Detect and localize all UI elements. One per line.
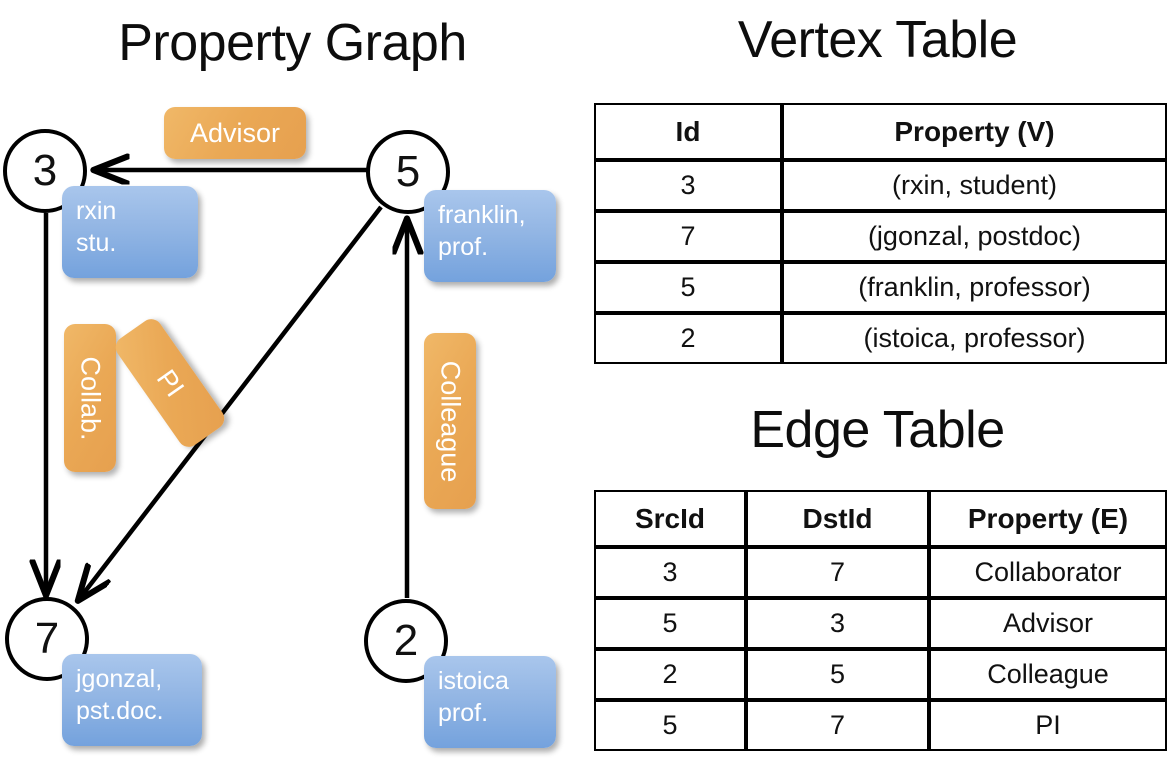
edge-row-0-property: Collaborator bbox=[929, 547, 1167, 598]
node-property-franklin-line2: prof. bbox=[438, 233, 489, 261]
edge-row-3-src: 5 bbox=[594, 700, 746, 751]
node-property-box-jgonzal: jgonzal, pst.doc. bbox=[62, 654, 202, 746]
graph-node-5: 5 bbox=[366, 130, 450, 214]
property-graph-diagram: Advisor Collab. PI Colleague 3 5 7 2 rxi… bbox=[0, 0, 585, 760]
table-row: 5 (franklin, professor) bbox=[594, 262, 1167, 313]
node-property-jgonzal-line1: jgonzal, bbox=[76, 665, 163, 693]
page-title-property-graph: Property Graph bbox=[118, 14, 467, 72]
node-property-box-istoica: istoica prof. bbox=[424, 656, 556, 748]
edge-5-to-7 bbox=[80, 205, 383, 598]
graph-node-2: 2 bbox=[364, 599, 448, 683]
edge-label-advisor: Advisor bbox=[164, 107, 306, 159]
vertex-table-header-row: Id Property (V) bbox=[594, 103, 1167, 160]
vertex-table-header-property: Property (V) bbox=[782, 103, 1167, 160]
table-row: 3 7 Collaborator bbox=[594, 547, 1167, 598]
node-property-box-rxin: rxin stu. bbox=[62, 186, 198, 278]
graph-node-3-label: 3 bbox=[32, 146, 58, 195]
edge-row-1-src: 5 bbox=[594, 598, 746, 649]
edge-row-1-property: Advisor bbox=[929, 598, 1167, 649]
node-property-rxin-line1: rxin bbox=[76, 197, 117, 225]
table-row: 7 (jgonzal, postdoc) bbox=[594, 211, 1167, 262]
page-title-edge-table: Edge Table bbox=[750, 401, 1005, 459]
vertex-row-2-property: (franklin, professor) bbox=[782, 262, 1167, 313]
edge-row-0-dst: 7 bbox=[746, 547, 929, 598]
graph-edge-lines bbox=[0, 0, 585, 760]
table-row: 2 5 Colleague bbox=[594, 649, 1167, 700]
vertex-table-header-id: Id bbox=[594, 103, 782, 160]
node-property-rxin-line2: stu. bbox=[76, 229, 117, 257]
edge-row-2-property: Colleague bbox=[929, 649, 1167, 700]
table-row: 5 7 PI bbox=[594, 700, 1167, 751]
edge-table: SrcId DstId Property (E) 3 7 Collaborato… bbox=[594, 490, 1167, 751]
node-property-istoica-line2: prof. bbox=[438, 699, 489, 727]
edge-table-header-srcid: SrcId bbox=[594, 490, 746, 547]
vertex-row-2-id: 5 bbox=[594, 262, 782, 313]
edge-label-collab: Collab. bbox=[64, 324, 116, 472]
graph-node-2-label: 2 bbox=[393, 616, 419, 665]
vertex-row-0-property: (rxin, student) bbox=[782, 160, 1167, 211]
vertex-table: Id Property (V) 3 (rxin, student) 7 (jgo… bbox=[594, 103, 1167, 364]
graph-node-7-label: 7 bbox=[34, 614, 60, 663]
edge-row-3-property: PI bbox=[929, 700, 1167, 751]
edge-row-1-dst: 3 bbox=[746, 598, 929, 649]
edge-table-header-row: SrcId DstId Property (E) bbox=[594, 490, 1167, 547]
table-row: 3 (rxin, student) bbox=[594, 160, 1167, 211]
vertex-row-0-id: 3 bbox=[594, 160, 782, 211]
edge-label-pi-text: PI bbox=[150, 363, 191, 402]
vertex-row-3-id: 2 bbox=[594, 313, 782, 364]
edge-label-colleague-text: Colleague bbox=[435, 360, 466, 482]
vertex-row-3-property: (istoica, professor) bbox=[782, 313, 1167, 364]
vertex-row-1-property: (jgonzal, postdoc) bbox=[782, 211, 1167, 262]
edge-label-advisor-text: Advisor bbox=[189, 117, 281, 148]
graph-node-5-label: 5 bbox=[395, 147, 421, 196]
edge-row-0-src: 3 bbox=[594, 547, 746, 598]
edge-table-header-property: Property (E) bbox=[929, 490, 1167, 547]
edge-label-collab-text: Collab. bbox=[75, 355, 106, 441]
vertex-row-1-id: 7 bbox=[594, 211, 782, 262]
edge-row-3-dst: 7 bbox=[746, 700, 929, 751]
page-title-vertex-table: Vertex Table bbox=[737, 11, 1018, 69]
edge-table-header-dstid: DstId bbox=[746, 490, 929, 547]
node-property-jgonzal-line2: pst.doc. bbox=[76, 697, 164, 725]
table-row: 2 (istoica, professor) bbox=[594, 313, 1167, 364]
node-property-istoica-line1: istoica bbox=[438, 667, 509, 695]
edge-row-2-src: 2 bbox=[594, 649, 746, 700]
edge-label-colleague: Colleague bbox=[424, 333, 476, 509]
table-row: 5 3 Advisor bbox=[594, 598, 1167, 649]
edge-row-2-dst: 5 bbox=[746, 649, 929, 700]
node-property-franklin-line1: franklin, bbox=[438, 201, 526, 229]
node-property-box-franklin: franklin, prof. bbox=[424, 190, 556, 282]
